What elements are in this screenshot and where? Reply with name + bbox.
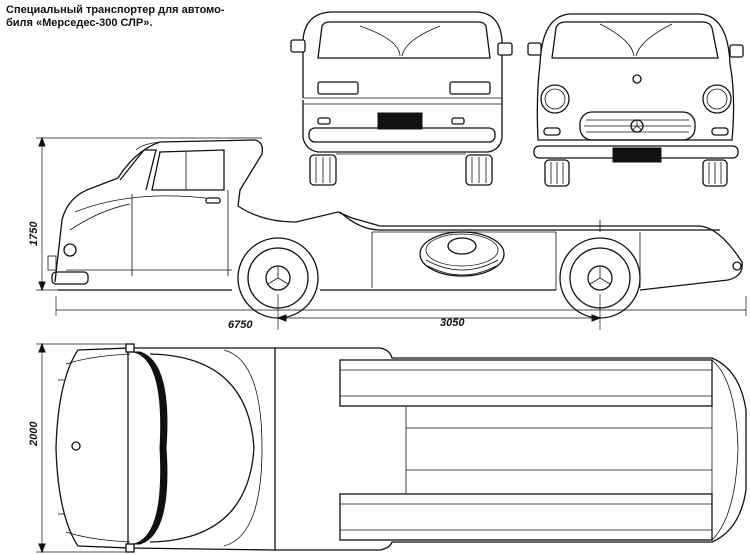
- wheelbase-dimension-label: 3050: [440, 317, 465, 329]
- height-dimension-label: 1750: [28, 221, 40, 246]
- front-view: [527, 13, 744, 187]
- width-dimension-label: 2000: [28, 421, 40, 447]
- caption-line-2: биля «Мерседес-300 СЛР».: [6, 17, 153, 29]
- caption: Специальный транспортер для автомо- биля…: [6, 4, 256, 30]
- side-view: 1750 6750 3050: [28, 136, 747, 331]
- length-dimension-label: 6750: [228, 319, 253, 331]
- caption-line-1: Специальный транспортер для автомо-: [6, 4, 225, 16]
- rear-view: [290, 11, 513, 186]
- top-view: 2000: [28, 342, 747, 554]
